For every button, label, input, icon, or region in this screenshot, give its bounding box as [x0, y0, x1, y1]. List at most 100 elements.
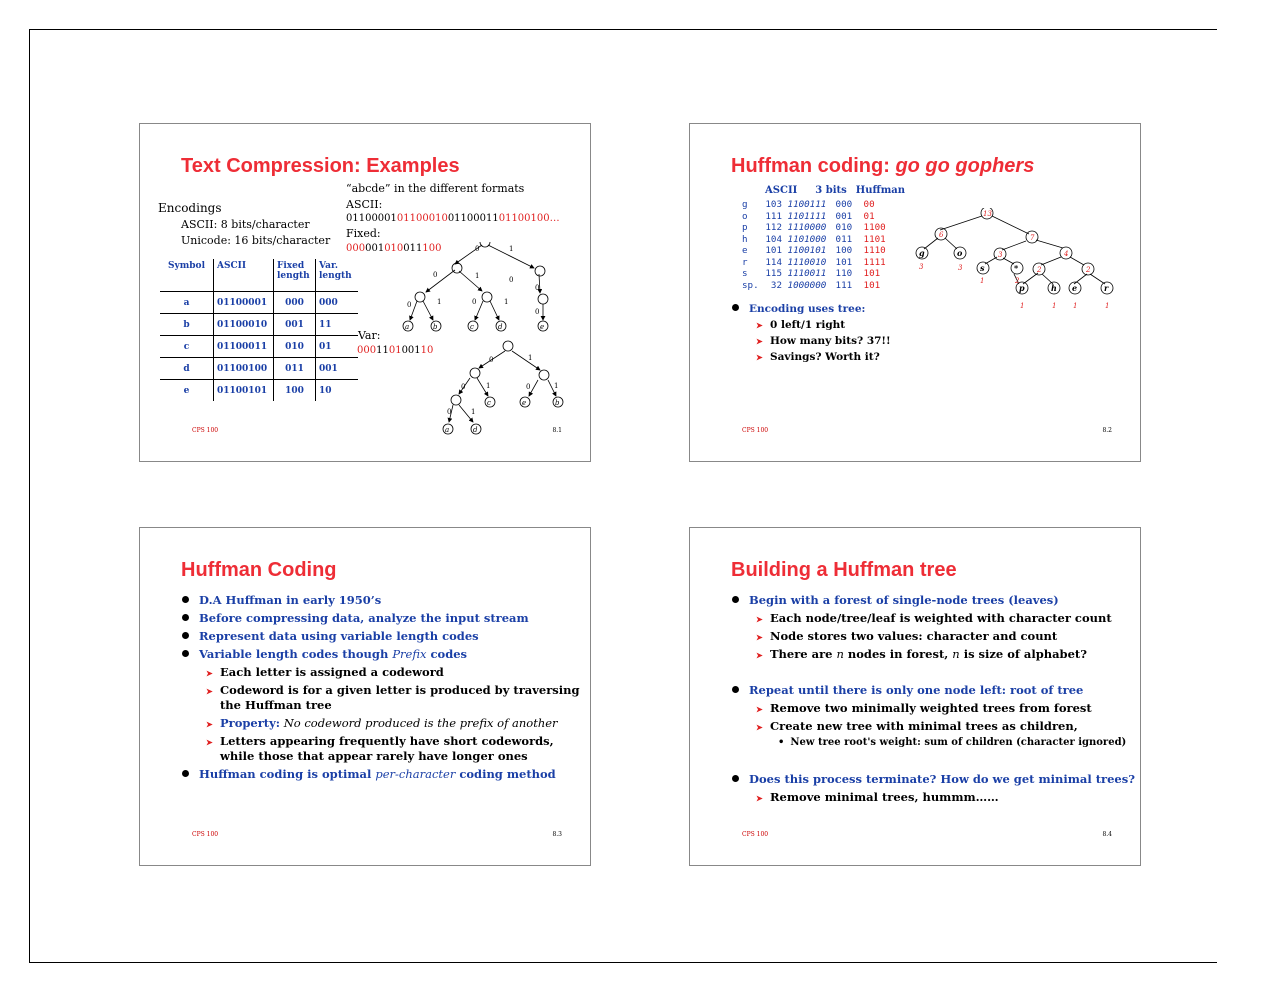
cell-fixed: 001 — [273, 313, 316, 336]
cell-symbol: d — [160, 357, 214, 380]
svg-text:1: 1 — [471, 408, 475, 416]
bullet-item: Repeat until there is only one node left… — [732, 683, 1083, 697]
col-header-symbol: Symbol — [160, 259, 214, 292]
bullet-item: Represent data using variable length cod… — [182, 629, 479, 643]
bullet-dot — [732, 686, 739, 693]
footer-page-number: 8.2 — [1102, 427, 1112, 434]
sub-bullet: ➤0 left/1 right — [756, 319, 846, 331]
encoding-table: Symbol ASCII Fixed length Var. length a … — [160, 259, 358, 401]
svg-text:1: 1 — [554, 382, 558, 390]
var-tree — [442, 340, 564, 435]
svg-text:1: 1 — [528, 354, 532, 362]
sub-bullet-continued: while those that appear rarely have long… — [220, 749, 528, 763]
svg-text:r: r — [1104, 283, 1109, 293]
table-header-row: Symbol ASCII Fixed length Var. length — [160, 259, 358, 292]
cell-var: 000 — [315, 291, 358, 314]
svg-text:6: 6 — [939, 231, 944, 239]
slide-huffman-coding: Huffman Coding D.A Huffman in early 1950… — [139, 527, 591, 866]
sub-bullet: ➤How many bits? 37!! — [756, 335, 891, 347]
svg-text:3: 3 — [958, 264, 963, 272]
cell-var: 001 — [315, 357, 358, 380]
svg-text:0: 0 — [475, 245, 479, 253]
svg-text:h: h — [1051, 283, 1057, 293]
svg-text:0: 0 — [447, 408, 451, 416]
cell-fixed: 011 — [273, 357, 316, 380]
ascii-format-label: ASCII: — [346, 198, 383, 211]
svg-text:4: 4 — [1063, 250, 1068, 258]
slide-building-huffman-tree: Building a Huffman tree Begin with a for… — [689, 527, 1141, 866]
col-header-fixed: Fixed length — [273, 259, 316, 292]
ascii-bitstring: 01100001011000100110001101100100… — [346, 213, 560, 224]
svg-text:*: * — [1014, 263, 1019, 273]
cell-var: 11 — [315, 313, 358, 336]
svg-text:0: 0 — [433, 271, 437, 279]
bullet-item: D.A Huffman in early 1950’s — [182, 593, 381, 607]
cell-var: 10 — [315, 379, 358, 401]
table-row: d 01100100 011 001 — [160, 357, 358, 380]
sub-bullet: ➤Letters appearing frequently have short… — [206, 734, 554, 748]
bullet-encoding-tree: Encoding uses tree: — [732, 303, 865, 315]
svg-text:c: c — [487, 399, 491, 407]
footer-page-number: 8.1 — [552, 427, 562, 434]
svg-text:e: e — [522, 399, 526, 407]
bullet-dot — [182, 596, 189, 603]
svg-text:e: e — [1072, 283, 1077, 293]
svg-text:1: 1 — [1020, 302, 1024, 310]
var-bitstring: 000110100110 — [357, 345, 434, 356]
fixed-tree — [402, 242, 549, 332]
svg-text:d: d — [473, 426, 478, 434]
svg-text:1: 1 — [504, 298, 508, 306]
bullet-dot — [732, 775, 739, 782]
svg-text:1: 1 — [1073, 302, 1077, 310]
svg-text:1: 1 — [475, 272, 479, 280]
col-header-var: Var. length — [315, 259, 358, 292]
cell-fixed: 000 — [273, 291, 316, 314]
sub-bullet: ➤Codeword is for a given letter is produ… — [206, 683, 580, 697]
sub-bullet: ➤Node stores two values: character and c… — [756, 629, 1058, 643]
sub-bullet: ➤There are n nodes in forest, n is size … — [756, 647, 1087, 661]
bullet-dot — [182, 632, 189, 639]
sub-bullet: ➤Remove minimal trees, hummm…… — [756, 790, 999, 804]
fixed-bitstring: 000001010011100 — [346, 243, 442, 254]
slide-title: Huffman Coding — [181, 559, 337, 581]
svg-text:0: 0 — [509, 276, 513, 284]
cell-ascii: 01100100 — [213, 357, 274, 380]
svg-text:b: b — [433, 323, 438, 331]
table-row: c 01100011 010 01 — [160, 335, 358, 358]
footer-course: CPS 100 — [742, 831, 769, 838]
cell-symbol: e — [183, 385, 190, 396]
svg-text:0: 0 — [535, 284, 539, 292]
svg-text:d: d — [498, 323, 503, 331]
svg-text:3: 3 — [919, 263, 924, 271]
bullet-dot — [182, 770, 189, 777]
cell-var: 01 — [315, 335, 358, 358]
bullet-item: Variable length codes though Prefix code… — [182, 647, 467, 661]
svg-text:1: 1 — [437, 298, 441, 306]
cell-symbol: c — [160, 335, 214, 358]
slide-title: Building a Huffman tree — [731, 559, 957, 581]
svg-text:0: 0 — [526, 383, 530, 391]
sub-bullet: ➤Each letter is assigned a codeword — [206, 665, 444, 679]
var-format-label: Var: — [358, 329, 381, 342]
sub-bullet: ➤Savings? Worth it? — [756, 351, 880, 363]
bullet-item: Before compressing data, analyze the inp… — [182, 611, 529, 625]
slide-text-compression-examples: Text Compression: Examples Encodings ASC… — [139, 123, 591, 462]
cell-ascii: 01100011 — [213, 335, 274, 358]
sub-bullet: ➤Property: No codeword produced is the p… — [206, 716, 558, 730]
fixed-format-label: Fixed: — [346, 227, 381, 240]
svg-text:a: a — [405, 323, 409, 331]
cell-symbol: a — [160, 291, 214, 314]
bullet-dot — [732, 304, 739, 311]
table-row: e 01100101 100 10 — [160, 379, 358, 401]
svg-text:1: 1 — [1105, 302, 1109, 310]
svg-text:3: 3 — [998, 251, 1003, 259]
bullet-item: Does this process terminate? How do we g… — [732, 772, 1135, 786]
svg-text:b: b — [555, 399, 560, 407]
svg-text:0: 0 — [489, 356, 493, 364]
